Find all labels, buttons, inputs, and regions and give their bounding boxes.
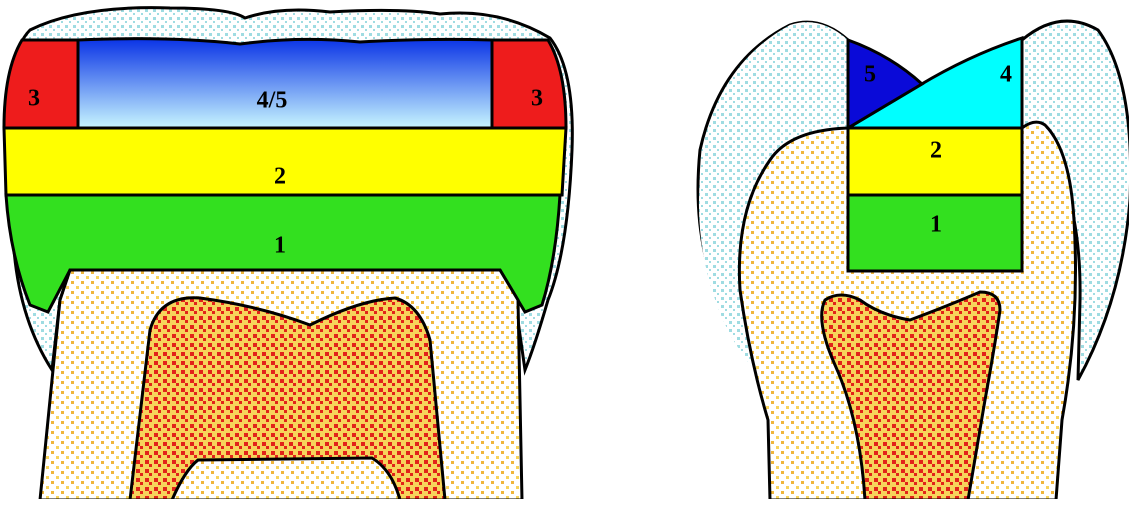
left-label-layer-1: 1 xyxy=(274,233,286,259)
left-layer-4-5 xyxy=(78,39,492,128)
left-layer-3-right xyxy=(492,40,566,128)
left-label-layer-3-left: 3 xyxy=(28,86,40,112)
left-label-layer-2: 2 xyxy=(274,164,286,190)
left-tooth: 1 2 3 3 4/5 xyxy=(4,8,572,506)
right-label-layer-1: 1 xyxy=(930,212,942,238)
right-label-layer-5: 5 xyxy=(864,62,876,88)
left-pulp-canal xyxy=(172,458,400,500)
right-label-layer-2: 2 xyxy=(930,138,942,164)
right-label-layer-4: 4 xyxy=(1000,62,1012,88)
right-tooth: 1 2 4 5 xyxy=(698,21,1129,506)
left-label-layer-4-5: 4/5 xyxy=(257,88,288,114)
left-layer-3-left xyxy=(4,40,78,128)
left-label-layer-3-right: 3 xyxy=(531,86,543,112)
